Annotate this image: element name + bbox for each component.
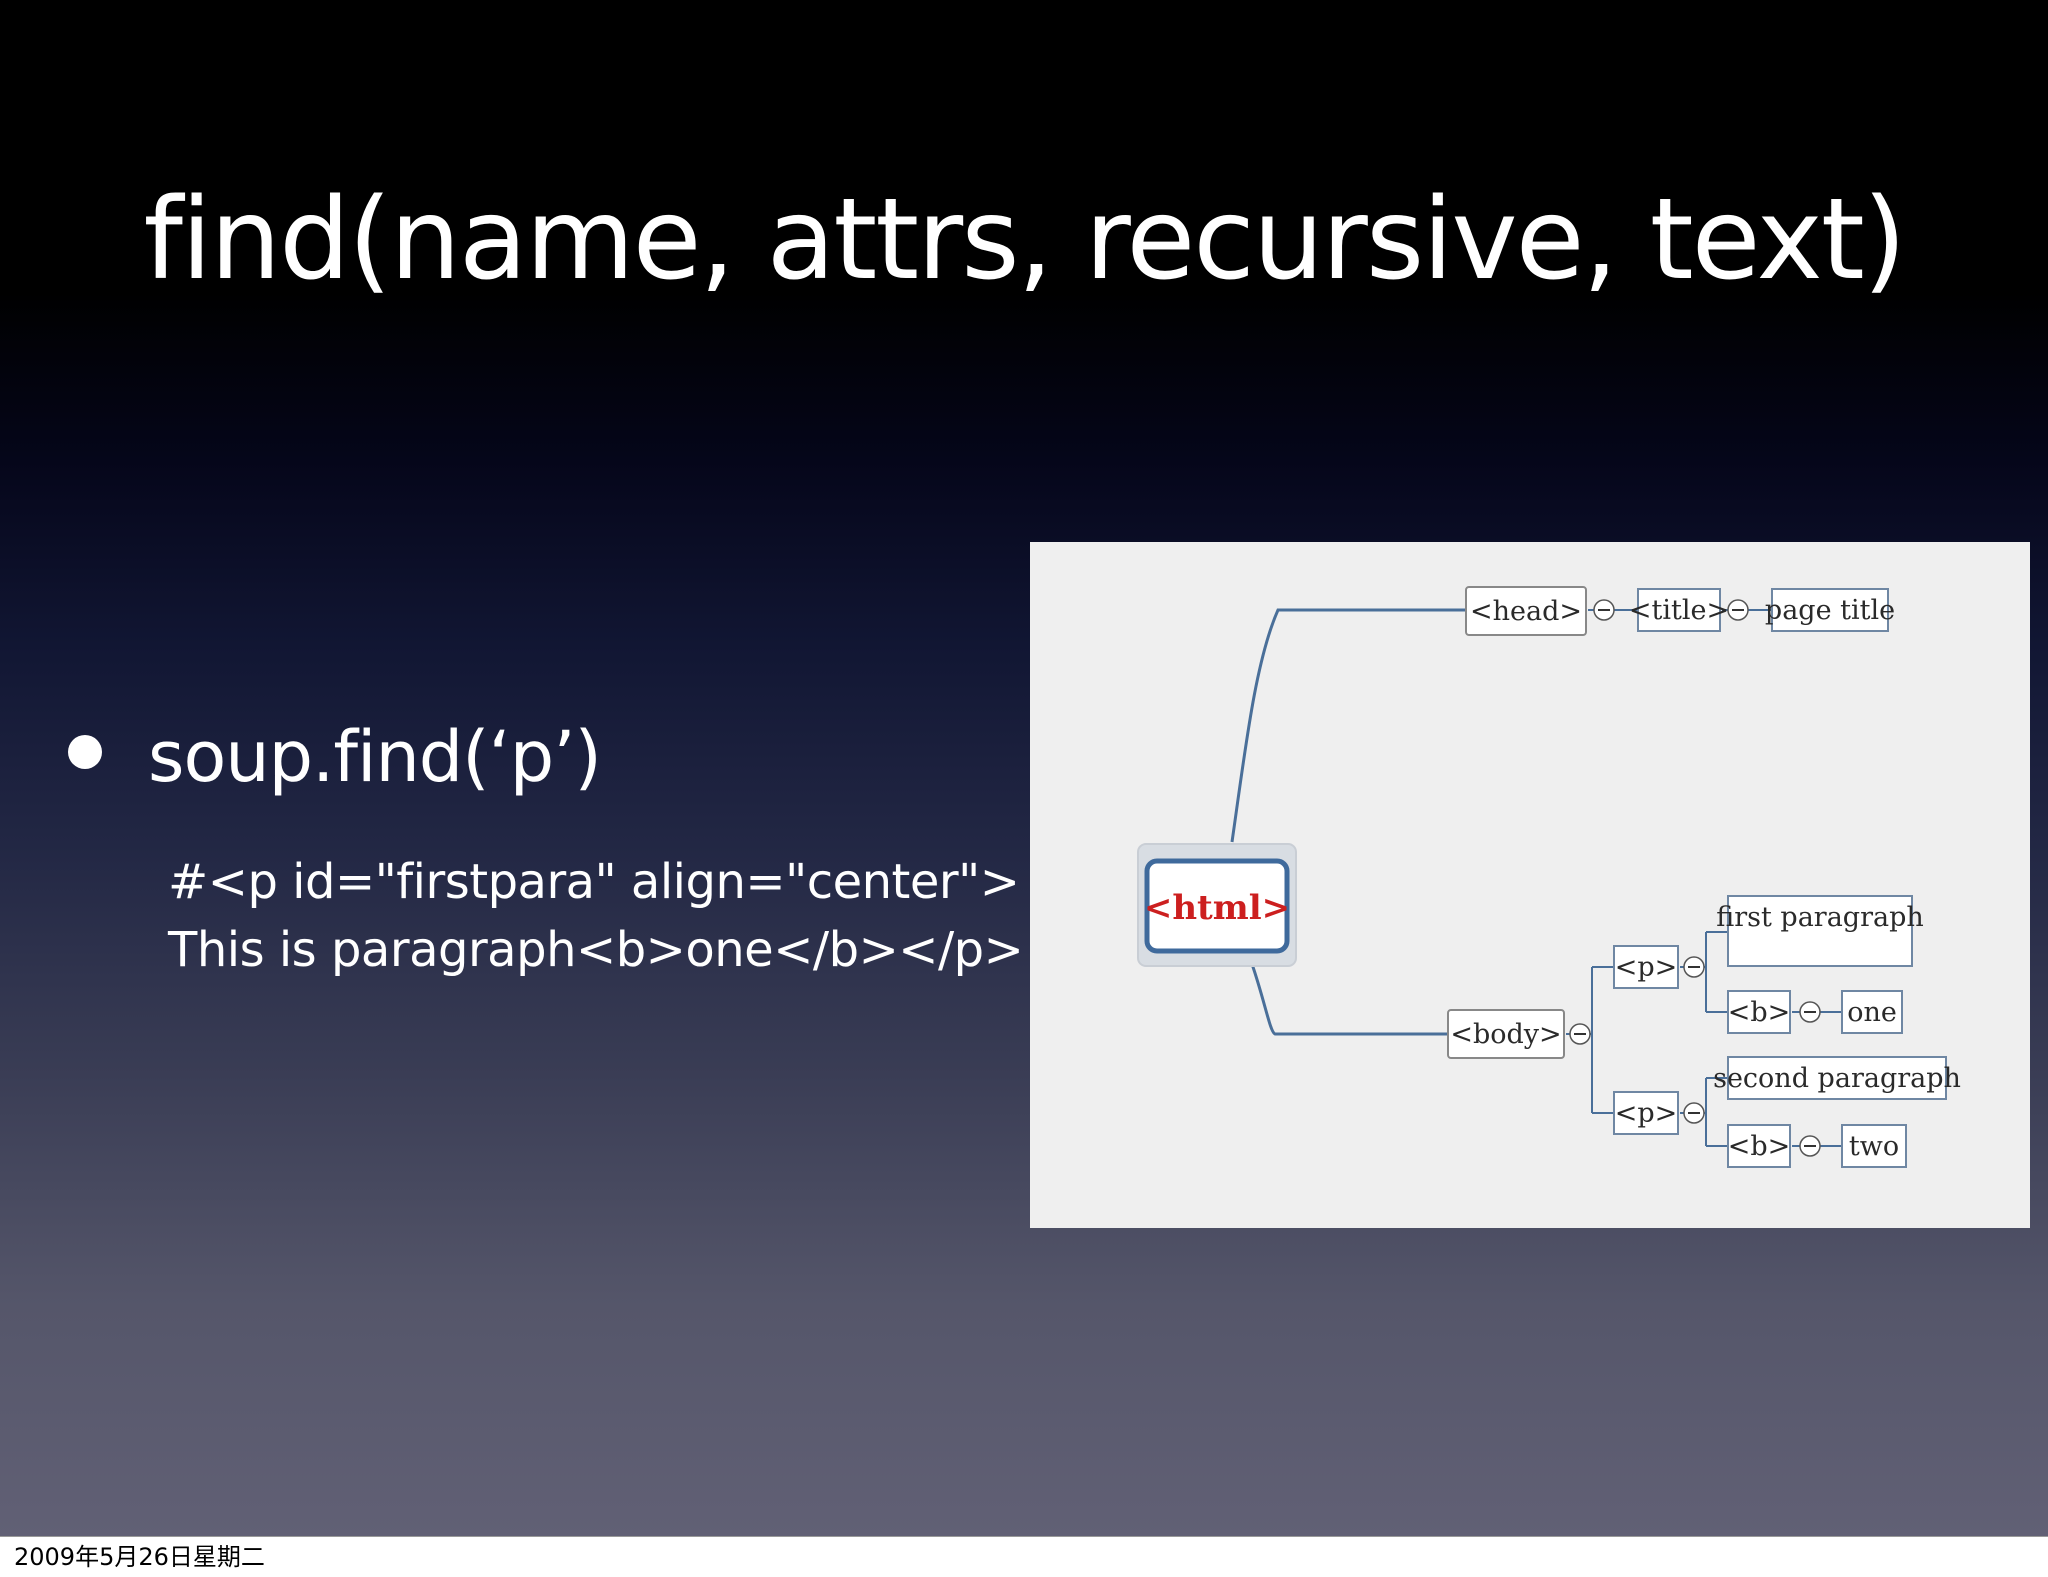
node-two[interactable]: two [1841, 1124, 1907, 1168]
footer-date: 2009年5月26日星期二 [14, 1543, 265, 1571]
node-body[interactable]: <body> [1447, 1009, 1565, 1059]
code-line-1: #<p id="firstpara" align="center"> [168, 854, 1020, 910]
node-html-label: <html> [1144, 888, 1290, 928]
collapse-toggle-p2[interactable] [1683, 1102, 1705, 1124]
node-html-root[interactable]: <html> [1137, 843, 1297, 967]
node-one-label: one [1847, 997, 1897, 1028]
node-p2-b[interactable]: <b> [1727, 1124, 1791, 1168]
collapse-toggle-title[interactable] [1727, 599, 1749, 621]
bullet-dot [68, 735, 102, 769]
node-title[interactable]: <title> [1629, 588, 1729, 632]
collapse-toggle-p1-b[interactable] [1799, 1001, 1821, 1023]
dom-tree-diagram: <html> <head> <title> page title <body> [1030, 542, 2030, 1228]
slide-title: find(name, attrs, recursive, text) [143, 175, 1907, 305]
collapse-toggle-head[interactable] [1593, 599, 1615, 621]
node-p2[interactable]: <p> [1613, 1091, 1679, 1135]
bullet-text: soup.find(‘p’) [148, 716, 602, 798]
node-p1-label: <p> [1615, 952, 1678, 983]
node-head-label: <head> [1470, 596, 1582, 627]
node-body-label: <body> [1450, 1019, 1561, 1050]
node-head[interactable]: <head> [1465, 586, 1587, 636]
node-title-label: <title> [1629, 595, 1729, 626]
node-p1-b[interactable]: <b> [1727, 990, 1791, 1034]
code-line-2: This is paragraph<b>one</b></p> [168, 922, 1024, 978]
node-one[interactable]: one [1841, 990, 1903, 1034]
node-first-paragraph[interactable]: first paragraph [1716, 895, 1924, 967]
dom-tree-svg: <html> <head> <title> page title <body> [1137, 586, 1961, 1168]
node-p2-label: <p> [1615, 1098, 1678, 1129]
code-block: #<p id="firstpara" align="center"> This … [168, 848, 1024, 984]
node-page-title[interactable]: page title [1765, 588, 1895, 632]
node-p1[interactable]: <p> [1613, 945, 1679, 989]
node-two-label: two [1849, 1131, 1899, 1162]
collapse-toggle-p1[interactable] [1683, 956, 1705, 978]
node-first-paragraph-label: first paragraph [1716, 902, 1924, 933]
node-second-paragraph-label: second paragraph [1713, 1063, 1961, 1094]
slide: find(name, attrs, recursive, text) soup.… [0, 0, 2048, 1536]
branch-root-body [1250, 963, 1448, 1036]
branch-root-head [1230, 608, 1470, 843]
node-p1-b-label: <b> [1728, 997, 1791, 1028]
node-page-title-label: page title [1765, 595, 1895, 626]
collapse-toggle-body[interactable] [1569, 1023, 1591, 1045]
footer-bar: 2009年5月26日星期二 [0, 1536, 2048, 1577]
node-second-paragraph[interactable]: second paragraph [1713, 1056, 1961, 1100]
collapse-toggle-p2-b[interactable] [1799, 1135, 1821, 1157]
node-p2-b-label: <b> [1728, 1131, 1791, 1162]
